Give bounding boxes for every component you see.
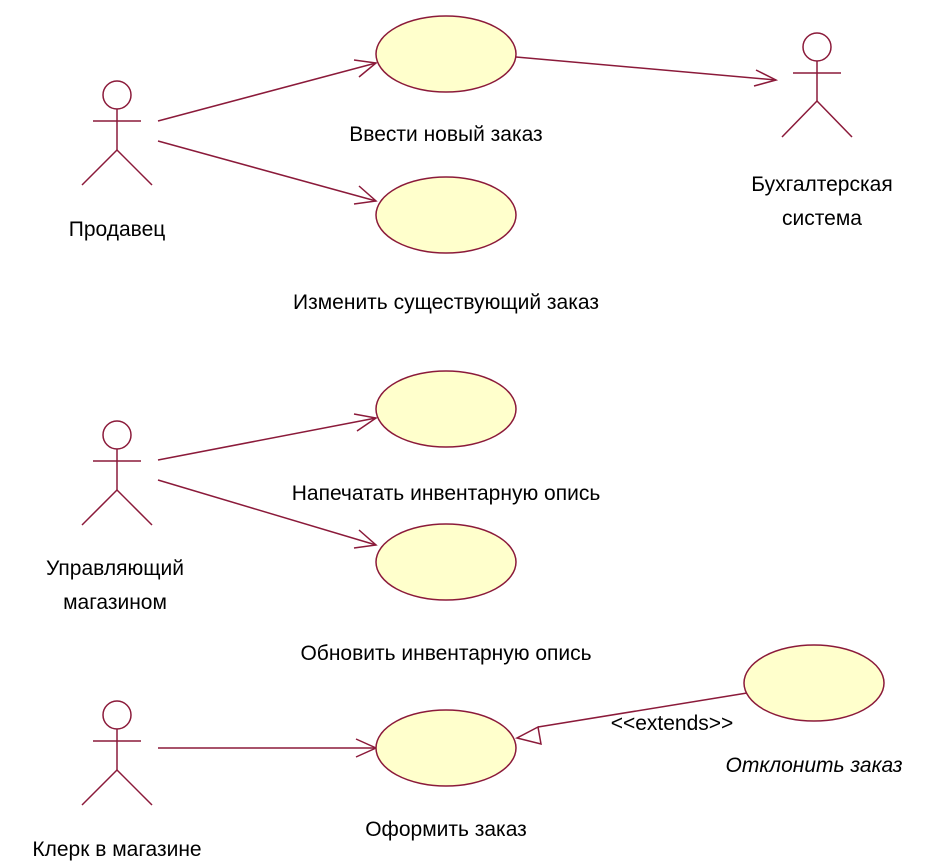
usecase-print-inventory[interactable]	[375, 370, 517, 448]
association-seller-change-order[interactable]	[157, 140, 378, 205]
actor-accounting-label-line2: система	[782, 207, 862, 230]
actor-manager-figure[interactable]	[81, 420, 153, 526]
association-manager-print[interactable]	[157, 413, 378, 461]
association-enter-order-accounting[interactable]	[515, 56, 779, 87]
usecase-update-inventory-label: Обновить инвентарную опись	[300, 642, 591, 665]
association-seller-enter-order[interactable]	[157, 59, 378, 122]
usecase-update-inventory[interactable]	[375, 523, 517, 601]
association-manager-update[interactable]	[157, 479, 378, 549]
usecase-change-order-label: Изменить существующий заказ	[293, 291, 599, 314]
usecase-reject-order[interactable]	[743, 644, 885, 722]
actor-manager-label-line2: магазином	[63, 591, 167, 614]
actor-accounting-label-line1: Бухгалтерская	[751, 173, 892, 196]
actor-clerk-figure[interactable]	[81, 700, 153, 806]
usecase-reject-order-label: Отклонить заказ	[726, 754, 903, 777]
usecase-place-order[interactable]	[375, 709, 517, 787]
actor-seller-label: Продавец	[69, 218, 166, 241]
usecase-enter-order[interactable]	[375, 15, 517, 93]
association-clerk-place-order[interactable]	[158, 738, 378, 758]
usecase-enter-order-label: Ввести новый заказ	[349, 123, 542, 146]
actor-accounting-figure[interactable]	[781, 32, 853, 138]
actor-clerk-label: Клерк в магазине	[32, 838, 201, 861]
extends-label: <<extends>>	[611, 712, 734, 735]
usecase-change-order[interactable]	[375, 176, 517, 254]
usecase-print-inventory-label: Напечатать инвентарную опись	[292, 482, 601, 505]
actor-seller-figure[interactable]	[81, 80, 153, 186]
usecase-place-order-label: Оформить заказ	[365, 818, 527, 841]
actor-manager-label-line1: Управляющий	[46, 557, 184, 580]
extends-relation[interactable]	[514, 692, 748, 746]
